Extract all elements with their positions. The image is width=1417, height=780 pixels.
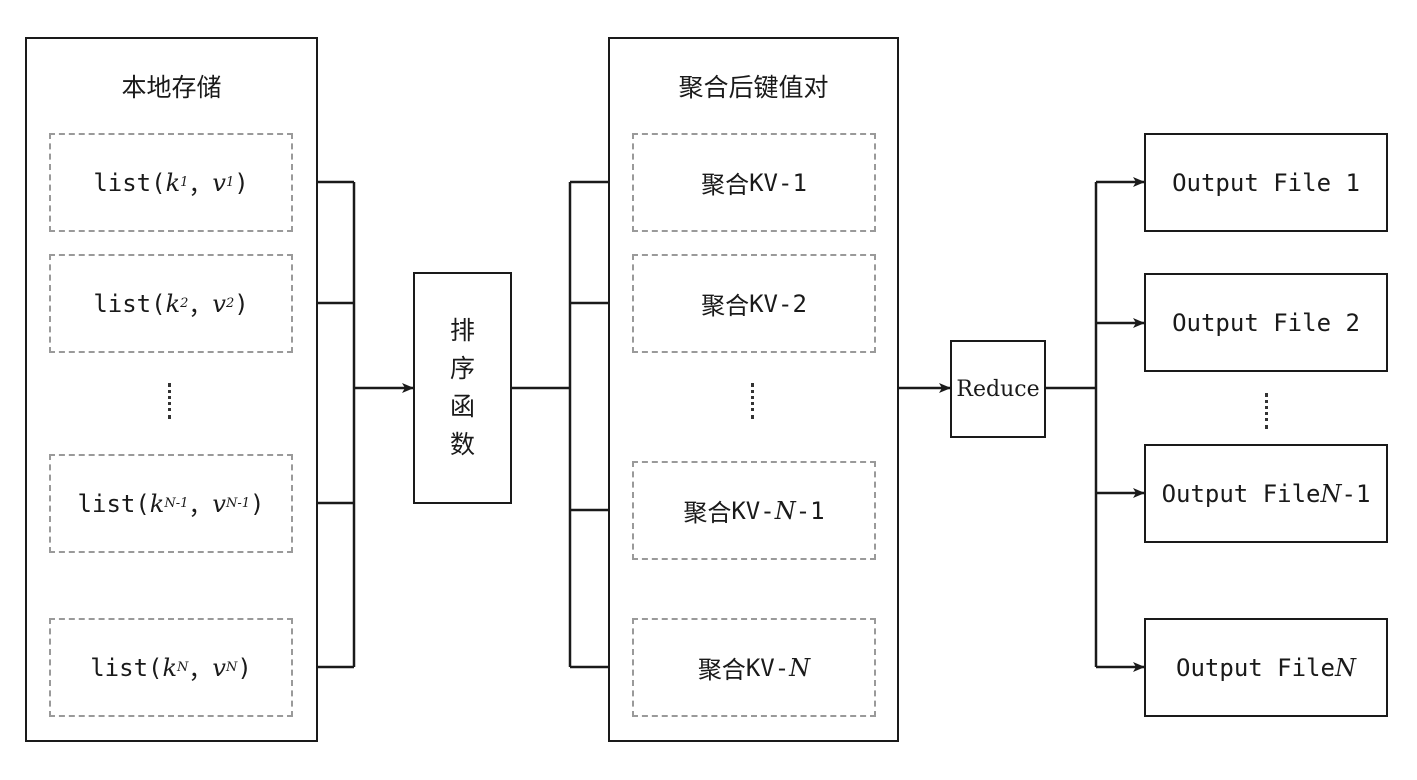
- output-file-box: Output File N-1: [1144, 444, 1388, 543]
- sort-function-box: 排 序 函 数: [413, 272, 512, 504]
- output-file-box: Output File N: [1144, 618, 1388, 717]
- sort-function-char: 数: [449, 430, 475, 459]
- ellipsis-dots: [1265, 393, 1268, 429]
- sort-function-char: 函: [449, 392, 475, 421]
- reduce-box: Reduce: [950, 340, 1046, 438]
- output-file-box: Output File 1: [1144, 133, 1388, 232]
- aggregated-kv-title: 聚合后键值对: [678, 73, 829, 102]
- ellipsis-dots: [168, 383, 171, 419]
- ellipsis-dots: [751, 383, 754, 419]
- local-storage-title: 本地存储: [121, 73, 222, 102]
- sort-function-char: 序: [449, 354, 475, 383]
- reduce-label: Reduce: [956, 376, 1040, 402]
- output-file-box: Output File 2: [1144, 273, 1388, 372]
- sort-function-char: 排: [449, 316, 475, 345]
